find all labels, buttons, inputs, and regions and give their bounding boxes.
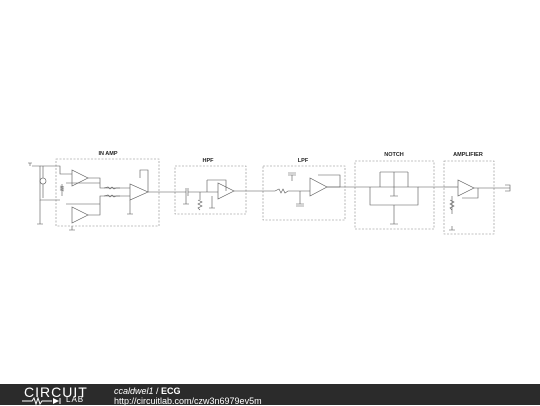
project-name[interactable]: ECG: [161, 386, 181, 396]
block-label-amplifier: AMPLIFIER: [453, 152, 483, 158]
circuitlab-logo-icon: [22, 397, 61, 405]
footer-bar: CIRCUIT LAB ccaldwel1 / ECG http://circu…: [0, 384, 540, 406]
project-title: ccaldwel1 / ECG: [114, 386, 181, 396]
notch-block-box: [354, 160, 435, 230]
title-separator: /: [153, 386, 162, 396]
hpf-block-box: [174, 165, 247, 215]
block-label-inamp: IN AMP: [98, 151, 117, 157]
lpf-block-box: [262, 165, 346, 221]
inamp-opamp-bottom: [71, 206, 89, 224]
inamp-block-box: [55, 158, 160, 227]
block-label-hpf: HPF: [203, 158, 215, 164]
block-label-lpf: LPF: [298, 158, 309, 164]
block-label-notch: NOTCH: [384, 152, 404, 158]
author-link[interactable]: ccaldwel1: [114, 386, 154, 396]
amplifier-block-box: [443, 160, 495, 235]
circuitlab-logo-text[interactable]: CIRCUIT: [24, 384, 88, 400]
circuitlab-logo-lab: LAB: [66, 395, 85, 404]
amp-opamp: [457, 179, 475, 197]
schematic-canvas[interactable]: IN AMP HPF LPF NOTCH AMPLIFIER: [0, 0, 540, 384]
inamp-opamp-out: [129, 183, 149, 201]
lpf-opamp: [309, 177, 328, 197]
project-url[interactable]: http://circuitlab.com/czw3n6979ev5m: [114, 396, 262, 406]
inamp-opamp-top: [71, 169, 89, 187]
ecg-schematic: IN AMP HPF LPF NOTCH AMPLIFIER: [28, 151, 511, 235]
